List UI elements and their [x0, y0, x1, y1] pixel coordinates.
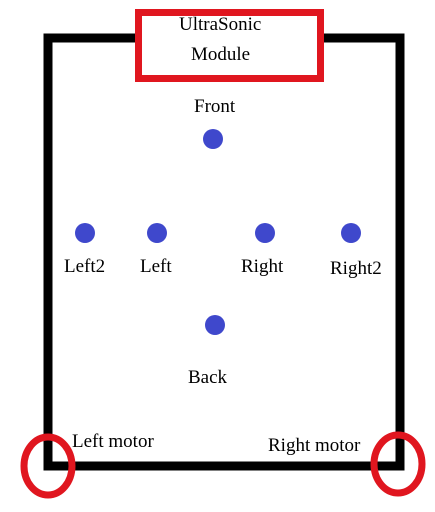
sensor-dot-right	[255, 223, 275, 243]
right-motor-marker	[370, 431, 426, 497]
sensor-dot-left	[147, 223, 167, 243]
sensor-label-front: Front	[194, 96, 236, 117]
sensor-dot-right2	[341, 223, 361, 243]
sensor-label-right2: Right2	[330, 258, 382, 279]
sensor-label-back: Back	[188, 367, 228, 388]
module-label-line1: UltraSonic	[179, 14, 262, 35]
motor-label-left: Left motor	[72, 431, 154, 452]
left-motor-marker	[20, 433, 76, 499]
sensor-dot-back	[205, 315, 225, 335]
ultrasonic-module-box	[135, 9, 324, 82]
sensor-label-left: Left	[140, 256, 172, 277]
motor-label-right: Right motor	[268, 435, 361, 456]
sensor-dot-left2	[75, 223, 95, 243]
sensor-label-left2: Left2	[64, 256, 106, 277]
sensor-label-right: Right	[241, 256, 284, 277]
sensor-dot-front	[203, 129, 223, 149]
module-label-line2: Module	[191, 44, 251, 65]
